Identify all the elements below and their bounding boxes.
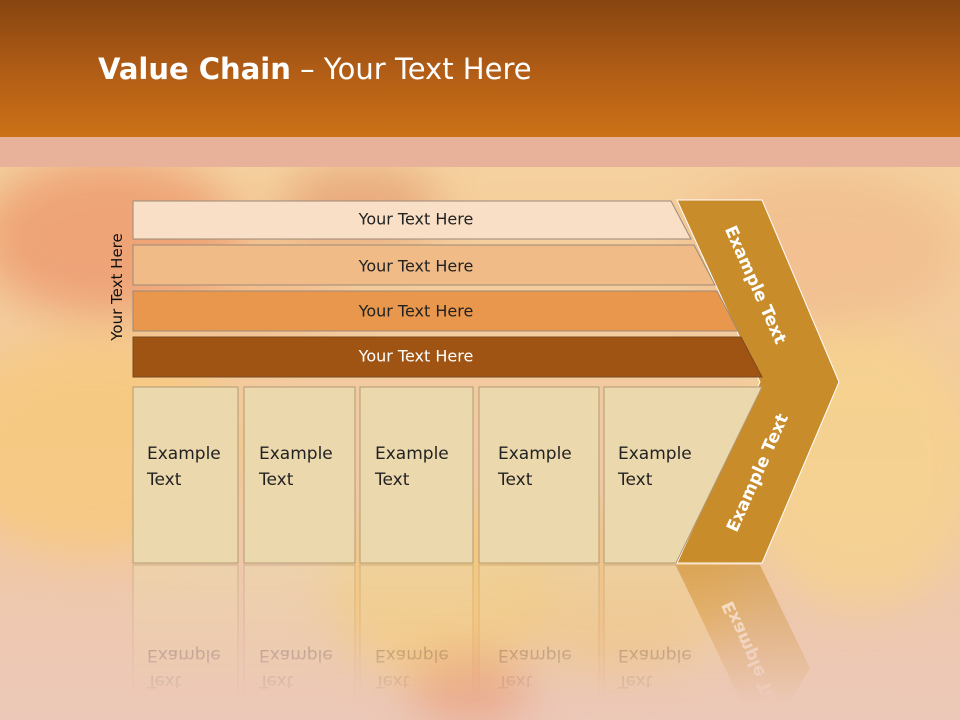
chevron-arrow — [676, 199, 840, 564]
svg-text:Example: Example — [498, 645, 572, 665]
svg-text:Text: Text — [146, 671, 182, 691]
bar-3-label: Your Text Here — [358, 302, 474, 321]
box-5: Example Text — [603, 386, 763, 564]
svg-text:Example: Example — [375, 645, 449, 665]
box-1: Example Text — [132, 386, 239, 564]
diagram-reflection: Example Text Example Text Example Text E… — [132, 564, 810, 720]
bar-1: Your Text Here — [132, 200, 692, 240]
box-3: Example Text — [359, 386, 474, 564]
bar-1-label: Your Text Here — [358, 210, 474, 229]
box-2: Example Text — [243, 386, 356, 564]
bar-4-label: Your Text Here — [358, 347, 474, 366]
box-3-line1: Example — [375, 444, 449, 464]
box-4: Example Text — [478, 386, 600, 564]
header-band — [0, 137, 960, 167]
bar-2: Your Text Here — [132, 244, 716, 286]
title-rest: – Your Text Here — [290, 52, 532, 86]
box-2-line1: Example — [259, 444, 333, 464]
box-5-line2: Text — [617, 470, 653, 490]
header-bar — [0, 0, 960, 137]
bar-2-label: Your Text Here — [358, 257, 474, 276]
svg-text:Text: Text — [374, 671, 410, 691]
svg-text:Text: Text — [258, 671, 294, 691]
svg-text:Example: Example — [618, 645, 692, 665]
svg-text:Example: Example — [259, 645, 333, 665]
svg-text:Text: Text — [617, 671, 653, 691]
svg-text:Example: Example — [147, 645, 221, 665]
box-1-line2: Text — [146, 470, 182, 490]
slide-title: Value Chain – Your Text Here — [98, 52, 532, 86]
box-4-line2: Text — [497, 470, 533, 490]
box-3-line2: Text — [374, 470, 410, 490]
box-2-line2: Text — [258, 470, 294, 490]
title-bold: Value Chain — [98, 52, 291, 86]
bar-3: Your Text Here — [132, 290, 739, 332]
svg-text:Text: Text — [497, 671, 533, 691]
box-1-line1: Example — [147, 444, 221, 464]
bar-4: Your Text Here — [132, 336, 763, 378]
box-4-line1: Example — [498, 444, 572, 464]
box-5-line1: Example — [618, 444, 692, 464]
